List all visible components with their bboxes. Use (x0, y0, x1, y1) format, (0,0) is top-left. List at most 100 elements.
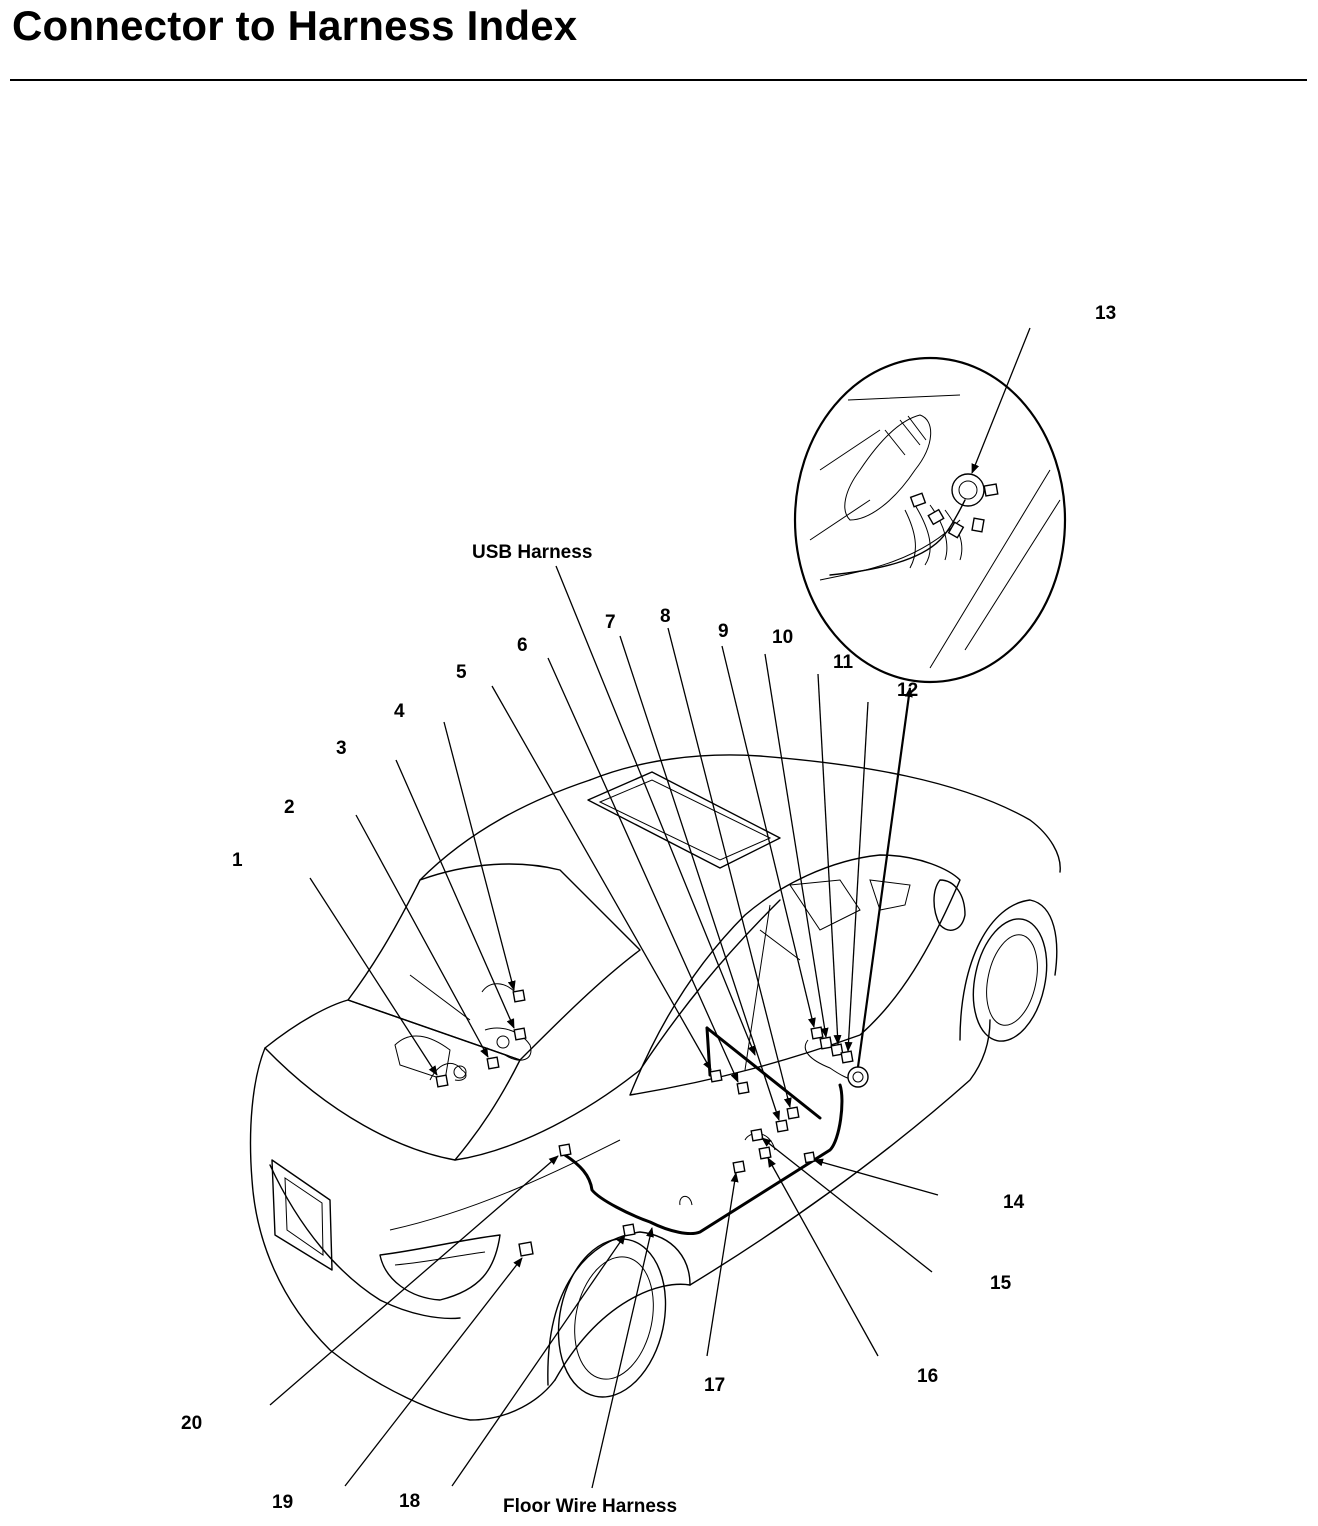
callout-12: 12 (897, 680, 918, 701)
callout-1: 1 (232, 850, 243, 871)
callout-4: 4 (394, 701, 405, 722)
leader-floor (591, 1227, 654, 1489)
connector-6 (736, 1081, 750, 1095)
leader-9 (721, 645, 816, 1028)
leader-7 (619, 635, 780, 1121)
callout-3: 3 (336, 738, 347, 759)
sunroof (587, 771, 781, 869)
ground-grommet-12 (847, 1066, 869, 1088)
leader-19 (344, 1257, 523, 1487)
b-pillar (744, 904, 771, 1071)
rear-wheel-arch (547, 1231, 691, 1386)
detail-seal (844, 414, 932, 521)
connector-20 (558, 1143, 572, 1157)
connector-19 (518, 1241, 534, 1257)
c-pillar (454, 899, 781, 1161)
leader-15 (761, 1137, 933, 1273)
connector-16 (758, 1146, 772, 1160)
interior-detail (759, 879, 911, 961)
car-body-illustration (249, 754, 1061, 1421)
detail-ribs (884, 415, 927, 456)
detail-grommet (951, 473, 985, 507)
callout-16: 16 (917, 1366, 938, 1387)
trunk-rail (409, 974, 471, 1021)
leader-12 (856, 687, 913, 1068)
leader-11a (817, 673, 842, 1045)
leader-5 (491, 685, 712, 1071)
connector-5 (709, 1069, 723, 1083)
callout-10: 10 (772, 627, 793, 648)
leader-17 (706, 1172, 739, 1357)
callout-19: 19 (272, 1492, 293, 1513)
callout-14: 14 (1003, 1192, 1025, 1213)
rear-fascia (269, 1164, 461, 1320)
detail-connector-c (947, 521, 965, 539)
leader-10 (764, 653, 829, 1038)
front-wheel-rim (986, 934, 1038, 1026)
rear-wheel (557, 1238, 667, 1398)
trunk-grommet (453, 1065, 467, 1079)
leader-lines (269, 327, 1031, 1489)
leader-14 (813, 1158, 939, 1196)
callout-8: 8 (660, 606, 671, 627)
taillight-inner (394, 1251, 486, 1266)
detail-connector-b (927, 508, 945, 526)
side-glass (629, 854, 961, 1096)
detail-circle-outline (793, 356, 1067, 684)
detail-view-circle (793, 356, 1067, 684)
connector-10 (819, 1036, 833, 1050)
trunk-lid (264, 999, 521, 1161)
leader-3 (395, 759, 515, 1029)
callout-11: 11 (833, 652, 854, 673)
leader-1 (309, 877, 438, 1076)
detail-wire-strands (904, 504, 963, 569)
connector-18 (622, 1223, 636, 1237)
callout-20: 20 (181, 1413, 202, 1434)
callout-17: 17 (704, 1375, 725, 1396)
leader-18 (451, 1234, 626, 1487)
taillight (379, 1234, 501, 1301)
harness-wiring (429, 983, 869, 1236)
leader-13 (971, 327, 1031, 474)
connector-3 (513, 1027, 527, 1041)
rear-wheel-rim (574, 1256, 654, 1380)
trunk-grommet-2 (496, 1035, 510, 1049)
callout-9: 9 (718, 621, 729, 642)
leader-6 (547, 657, 739, 1083)
leader-4 (443, 721, 516, 991)
connector-8 (786, 1106, 800, 1120)
side-mirror (933, 879, 966, 931)
detail-connector-e (983, 483, 999, 497)
callout-18: 18 (399, 1491, 420, 1512)
detail-body-panel (809, 394, 1061, 669)
license-plate (271, 1159, 333, 1271)
callout-5: 5 (456, 662, 467, 683)
floor-wire-harness-label: Floor Wire Harness (503, 1496, 677, 1517)
page-title: Connector to Harness Index (12, 2, 578, 49)
detail-connector-a (909, 492, 927, 508)
detail-wire-bundle (829, 499, 966, 576)
leader-usb (555, 565, 756, 1056)
rear-end (249, 1047, 556, 1421)
detail-connector-d (971, 517, 985, 533)
usb-harness-label: USB Harness (472, 542, 592, 563)
connector-9 (810, 1026, 824, 1040)
connector-14 (803, 1151, 816, 1164)
leader-11b (844, 701, 869, 1052)
callout-13: 13 (1095, 303, 1116, 324)
connector-11b (840, 1050, 854, 1064)
leader-16 (767, 1157, 879, 1357)
connector-2 (486, 1056, 500, 1070)
callout-15: 15 (990, 1273, 1012, 1294)
door-sill (689, 1019, 991, 1286)
floor-wire-harness (563, 1083, 844, 1236)
connector-1 (435, 1074, 449, 1088)
ground-grommet-12-inner (852, 1071, 864, 1083)
quarter-crease (389, 1139, 621, 1231)
connector-4 (512, 989, 526, 1003)
labels: USB Harness Floor Wire Harness 1 2 3 4 5… (181, 303, 1116, 1517)
harness-loop (679, 1195, 693, 1206)
leader-8 (667, 627, 792, 1108)
lower-body (554, 1283, 691, 1381)
